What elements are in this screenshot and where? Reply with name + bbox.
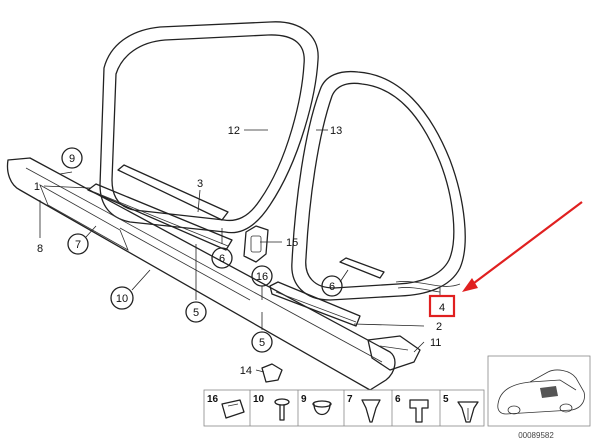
callout-8: 8 bbox=[37, 243, 43, 255]
callout-6b: 6 bbox=[321, 275, 343, 297]
legend-num-7: 7 bbox=[347, 394, 353, 405]
legend-num-6: 6 bbox=[395, 394, 401, 405]
rear-door-seal bbox=[291, 70, 466, 301]
car-thumbnail bbox=[487, 355, 591, 427]
callout-10: 10 bbox=[110, 286, 134, 310]
svg-text:7: 7 bbox=[75, 239, 81, 251]
callout-9: 9 bbox=[61, 147, 83, 169]
callout-6a: 6 bbox=[211, 247, 233, 269]
screw-10-icon bbox=[274, 398, 290, 421]
clip-5-icon bbox=[457, 401, 479, 423]
part-4-bracket bbox=[395, 281, 461, 293]
front-door-seal bbox=[99, 21, 319, 234]
callout-3: 3 bbox=[197, 178, 203, 190]
highlight-box bbox=[428, 294, 456, 318]
front-sill-strip bbox=[87, 164, 233, 251]
callout-14: 14 bbox=[240, 365, 252, 377]
clip-7-icon bbox=[361, 399, 381, 423]
rear-small-strip bbox=[339, 257, 385, 279]
svg-text:9: 9 bbox=[69, 153, 75, 165]
grommet-9-icon bbox=[312, 400, 332, 416]
svg-text:6: 6 bbox=[329, 281, 335, 293]
leader-lines bbox=[39, 129, 441, 373]
reference-number: 00089582 bbox=[518, 431, 554, 440]
part-11-bracket bbox=[367, 335, 421, 371]
svg-text:5: 5 bbox=[193, 307, 199, 319]
callout-5a: 5 bbox=[185, 301, 207, 323]
fastener-legend: 16 10 9 7 6 5 bbox=[203, 389, 485, 427]
callout-12: 12 bbox=[228, 125, 240, 137]
svg-text:5: 5 bbox=[259, 337, 265, 349]
legend-num-9: 9 bbox=[301, 394, 307, 405]
callout-1: 1 bbox=[34, 181, 40, 193]
callout-2: 2 bbox=[436, 321, 442, 333]
callout-5b: 5 bbox=[251, 331, 273, 353]
svg-text:6: 6 bbox=[219, 253, 225, 265]
svg-text:16: 16 bbox=[256, 271, 268, 283]
callout-16: 16 bbox=[251, 265, 273, 287]
svg-text:4: 4 bbox=[439, 302, 445, 314]
callout-13: 13 bbox=[330, 125, 342, 137]
clip-16-icon bbox=[221, 399, 245, 419]
callout-7: 7 bbox=[67, 233, 89, 255]
legend-num-10: 10 bbox=[253, 394, 265, 405]
clip-6-icon bbox=[409, 399, 429, 423]
callout-15: 15 bbox=[286, 237, 298, 249]
svg-text:10: 10 bbox=[116, 293, 128, 305]
clip-part-15 bbox=[243, 225, 269, 263]
part-14-plug bbox=[261, 363, 283, 383]
legend-num-16: 16 bbox=[207, 394, 219, 405]
callout-11: 11 bbox=[430, 337, 441, 349]
rear-sill-plate bbox=[269, 281, 361, 327]
legend-num-5: 5 bbox=[443, 394, 449, 405]
red-arrow bbox=[462, 201, 583, 292]
rocker-panel bbox=[6, 157, 396, 391]
callout-4-highlighted: 4 bbox=[428, 294, 456, 318]
